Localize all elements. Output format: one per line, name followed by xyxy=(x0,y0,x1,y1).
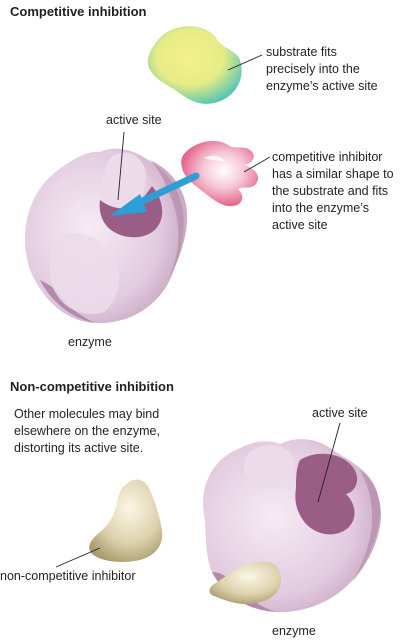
competitive-inhibitor-shape xyxy=(181,140,259,207)
competitive-inhibitor-line-4: into the enzyme’s xyxy=(272,201,370,215)
intro-line-1: Other molecules may bind xyxy=(14,407,160,421)
section-a-bullet: a xyxy=(0,1,10,16)
active-site-leader-b xyxy=(317,422,341,503)
section-b-bullet: b xyxy=(0,376,10,391)
substrate-leader-line xyxy=(227,54,263,71)
inhibitor-leader-line xyxy=(243,156,271,173)
section-b-heading: bNon-competitive inhibition xyxy=(0,376,174,394)
active-site-label-a: active site xyxy=(106,113,162,127)
section-a-title: Competitive inhibition xyxy=(10,4,147,19)
active-site-label-b: active site xyxy=(312,406,368,420)
section-b-title: Non-competitive inhibition xyxy=(10,379,174,394)
noncompetitive-inhibitor-label: non-competitive inhibitor xyxy=(0,569,136,583)
noncompetitive-intro-text: Other molecules may bind elsewhere on th… xyxy=(14,406,160,457)
enzyme-label-a: enzyme xyxy=(68,335,112,349)
active-site-leader-a xyxy=(117,131,125,201)
binding-arrow xyxy=(110,172,200,216)
noncompetitive-inhibitor-shape xyxy=(89,479,163,562)
substrate-label: substrate fits precisely into the enzyme… xyxy=(266,44,378,95)
intro-line-3: distorting its active site. xyxy=(14,441,144,455)
competitive-inhibitor-line-2: has a similar shape to xyxy=(272,167,394,181)
substrate-label-line-3: enzyme’s active site xyxy=(266,79,378,93)
competitive-inhibitor-line-3: the substrate and fits xyxy=(272,184,389,198)
enzyme-label-b: enzyme xyxy=(272,624,316,638)
substrate-shape xyxy=(147,26,242,104)
section-a-heading: aCompetitive inhibition xyxy=(0,1,147,19)
competitive-inhibitor-line-1: competitive inhibitor xyxy=(272,150,383,164)
substrate-label-line-2: precisely into the xyxy=(266,62,360,76)
noncompetitive-inhibitor-bound xyxy=(209,561,282,604)
inhibitor-leader-line-b xyxy=(55,547,101,568)
enzyme-a-shape xyxy=(25,148,188,324)
intro-line-2: elsewhere on the enzyme, xyxy=(14,424,160,438)
competitive-inhibitor-label: competitive inhibitor has a similar shap… xyxy=(272,149,394,234)
competitive-inhibitor-line-5: active site xyxy=(272,218,328,232)
substrate-label-line-1: substrate fits xyxy=(266,45,337,59)
